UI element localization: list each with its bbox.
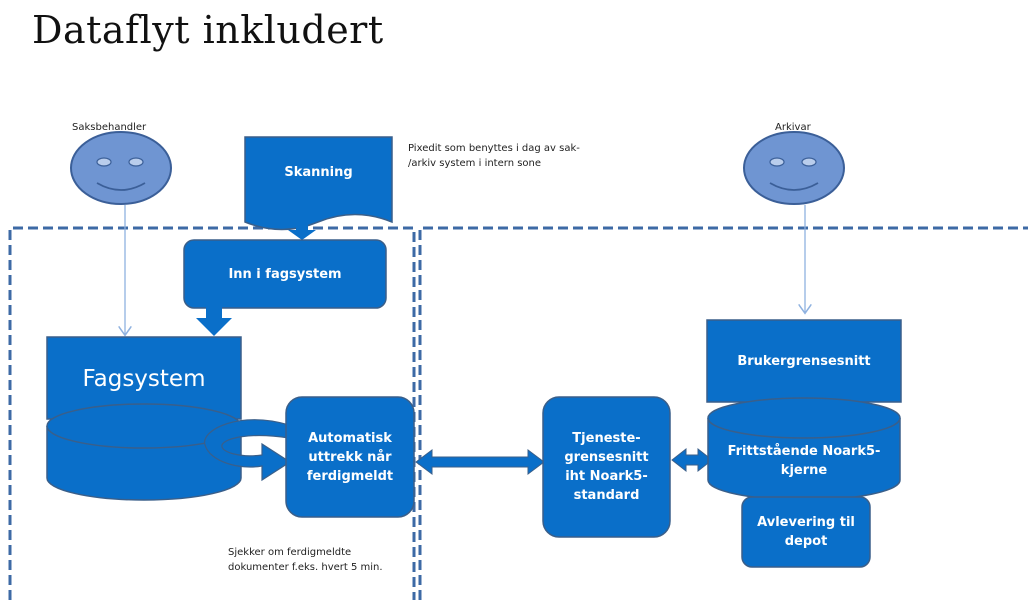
double-arrow-tjeneste-noark xyxy=(671,447,713,473)
skanning-shape xyxy=(244,136,393,231)
skanning-label: Skanning xyxy=(284,164,353,180)
arkivar-face-icon xyxy=(743,131,845,205)
double-arrow-automatisk-tjeneste xyxy=(415,449,545,475)
tjeneste-shape xyxy=(542,396,671,538)
fagsystem-label: Fagsystem xyxy=(82,365,206,392)
automatisk-shape xyxy=(285,396,415,518)
avlevering-label: Avlevering til depot xyxy=(757,515,855,549)
page-title: Dataflyt inkludert xyxy=(32,8,384,52)
brukergrensesnitt-shape xyxy=(706,319,902,403)
noark5-cylinder-shape xyxy=(707,397,901,501)
arrow-inn-fagsystem xyxy=(196,306,232,336)
avlevering-shape xyxy=(741,496,871,568)
saksbehandler-label: Saksbehandler xyxy=(72,122,147,133)
automatisk-label: Automatisk uttrekk når ferdigmeldt xyxy=(306,430,394,484)
inn-fagsystem-label: Inn i fagsystem xyxy=(228,266,342,282)
fagsystem-shape xyxy=(46,336,242,501)
tjeneste-label: Tjeneste- grensesnitt iht Noark5- standa… xyxy=(564,431,649,503)
frittstaende-label: Frittstående Noark5- kjerne xyxy=(727,444,881,478)
brukergrensesnitt-label: Brukergrensesnitt xyxy=(737,353,871,369)
zone-right-border xyxy=(418,226,1028,600)
sjekker-note: Sjekker om ferdigmeldte dokumenter f.eks… xyxy=(228,547,383,573)
arrow-skanning-inn xyxy=(288,218,316,240)
curved-arrow xyxy=(204,419,292,482)
pixedit-note: Pixedit som benyttes i dag av sak- /arki… xyxy=(408,143,580,169)
arkivar-label: Arkivar xyxy=(775,122,811,133)
saksbehandler-face-icon xyxy=(70,131,172,205)
inn-fagsystem-shape xyxy=(183,239,387,309)
